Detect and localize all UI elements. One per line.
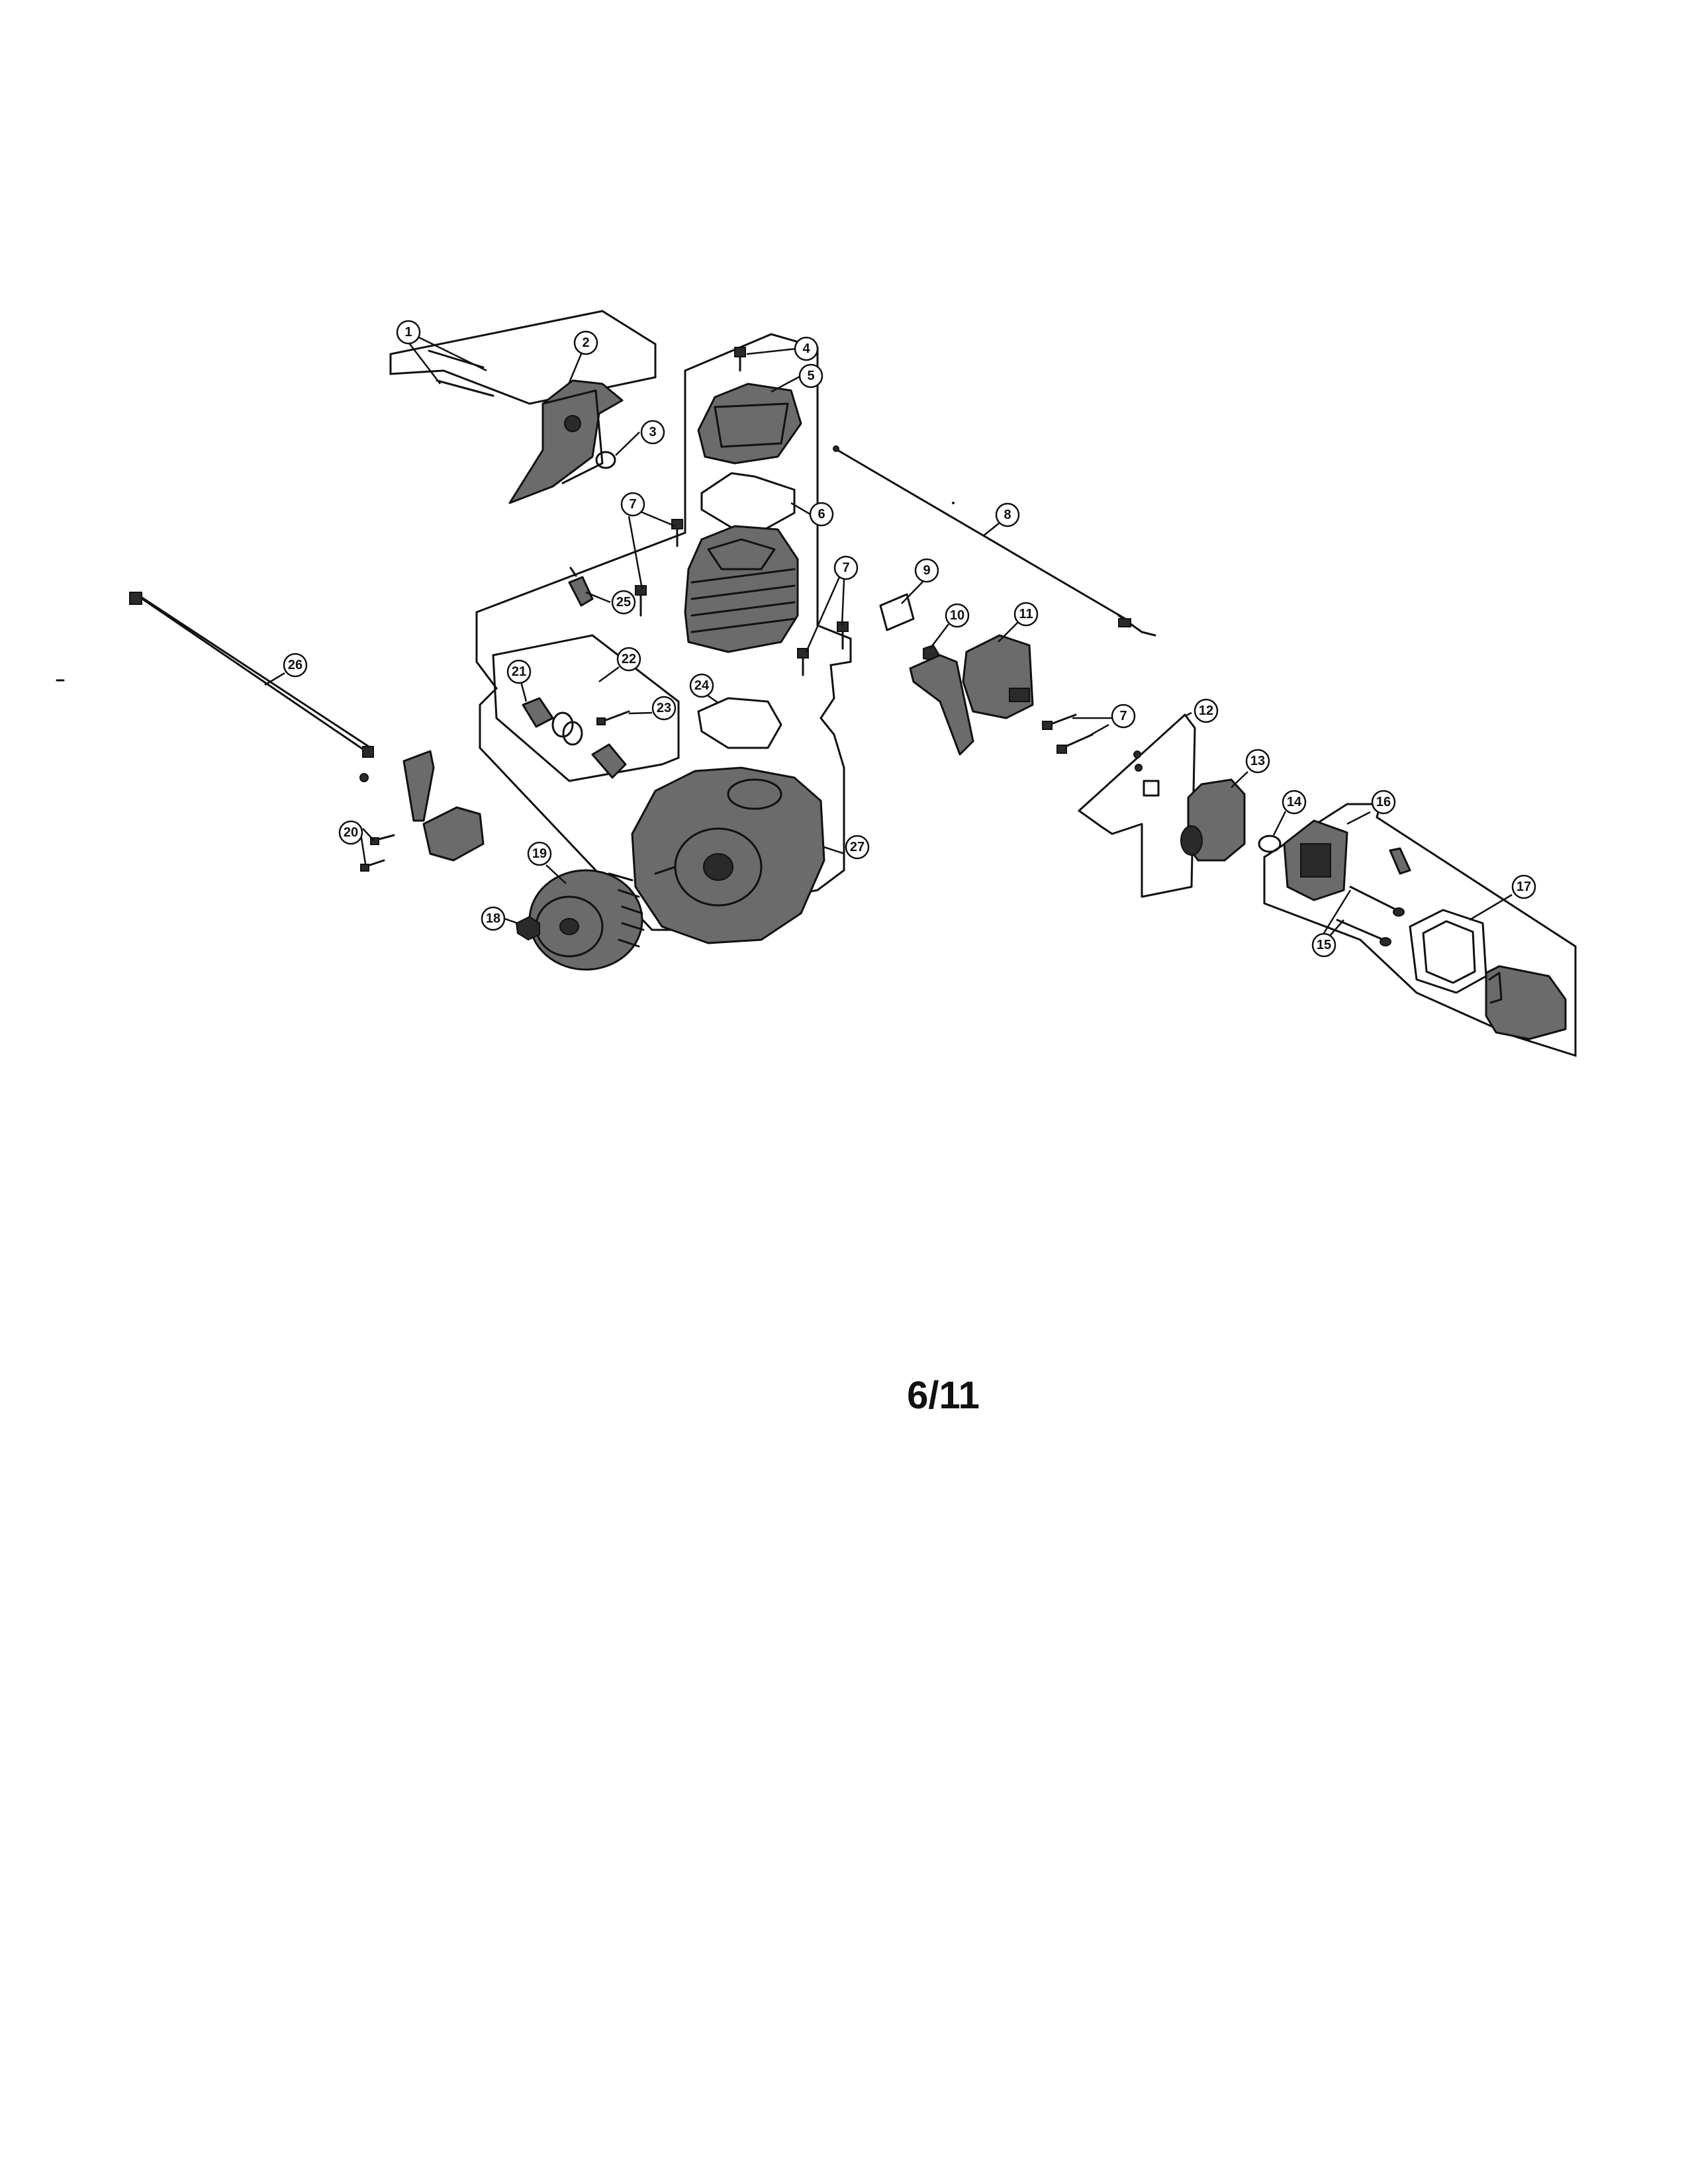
callout-18: 18	[481, 906, 506, 931]
valve-cover	[697, 383, 802, 465]
carb-gasket-9	[879, 593, 915, 631]
throttle-cable	[833, 445, 1156, 637]
svg-text:2: 2	[582, 336, 589, 350]
svg-text:4: 4	[802, 341, 810, 356]
filter-bolts-15	[1336, 886, 1405, 946]
air-filter-element	[1409, 909, 1487, 994]
starter-washer-3	[595, 451, 616, 469]
carburetor	[1180, 778, 1246, 862]
ignition-module	[402, 750, 485, 862]
svg-text:7: 7	[842, 561, 849, 575]
module-screws-20	[360, 834, 395, 872]
callout-13: 13	[1245, 749, 1270, 774]
callout-7-left: 7	[620, 492, 645, 517]
spark-plug	[568, 567, 594, 607]
svg-text:15: 15	[1317, 938, 1331, 952]
svg-text:26: 26	[288, 658, 303, 672]
callout-7-middle: 7	[833, 555, 859, 580]
callout-19: 19	[527, 841, 552, 866]
svg-text:24: 24	[694, 678, 710, 693]
svg-text:27: 27	[850, 840, 865, 854]
svg-text:23: 23	[657, 701, 671, 715]
callout-24: 24	[689, 673, 714, 698]
svg-text:13: 13	[1250, 754, 1265, 768]
svg-text:10: 10	[950, 608, 964, 623]
svg-text:18: 18	[486, 911, 500, 926]
callout-16: 16	[1371, 790, 1396, 815]
callout-17: 17	[1511, 874, 1536, 899]
callout-1: 1	[396, 320, 421, 345]
cylinder-bolts-7	[635, 519, 849, 676]
air-filter-base	[1283, 819, 1411, 901]
group-outline-air-filter	[1263, 803, 1577, 1058]
carb-adapter	[909, 634, 1034, 756]
callout-14: 14	[1282, 790, 1307, 815]
cylinder	[684, 525, 799, 653]
svg-text:19: 19	[532, 846, 547, 861]
callout-10: 10	[945, 603, 970, 628]
svg-text:8: 8	[1004, 508, 1011, 522]
svg-text:17: 17	[1517, 880, 1531, 894]
flywheel-nut	[515, 915, 540, 941]
callout-27: 27	[845, 835, 870, 860]
group-outline-crankcase-seal	[492, 634, 680, 782]
callout-15: 15	[1311, 933, 1336, 958]
svg-text:11: 11	[1019, 607, 1033, 621]
group-outline-cylinder-assembly	[475, 333, 852, 931]
svg-text:7: 7	[629, 497, 636, 512]
callout-9: 9	[914, 558, 939, 583]
crank-screw-23	[596, 710, 630, 725]
heat-shield-plate	[1078, 713, 1196, 898]
group-outline-recoil-starter	[389, 310, 657, 405]
valve-cover-gasket	[700, 472, 796, 531]
svg-text:21: 21	[512, 664, 526, 679]
svg-text:1: 1	[404, 325, 412, 340]
callout-11: 11	[1013, 602, 1039, 627]
svg-text:9: 9	[923, 563, 930, 578]
callout-2: 2	[573, 330, 598, 355]
crank-seal-parts	[522, 697, 627, 779]
callout-7-right: 7	[1111, 704, 1136, 729]
svg-text:5: 5	[807, 369, 814, 383]
heat-shield-holes	[1133, 751, 1160, 797]
callout-5: 5	[798, 363, 823, 388]
svg-text:25: 25	[616, 595, 631, 610]
svg-text:12: 12	[1199, 704, 1213, 718]
svg-text:3: 3	[649, 425, 656, 439]
callout-21: 21	[506, 659, 532, 684]
svg-text:7: 7	[1119, 709, 1127, 723]
stray-dot	[952, 502, 955, 504]
svg-text:20: 20	[344, 825, 358, 840]
crankcase-gasket	[697, 697, 782, 749]
callout-20: 20	[338, 820, 363, 845]
ignition-wire	[129, 592, 374, 782]
callout-23: 23	[651, 696, 677, 721]
leader-lines	[264, 331, 1513, 937]
svg-text:22: 22	[622, 652, 636, 666]
valve-cover-screw	[734, 347, 746, 372]
adapter-bolts-7	[1042, 713, 1094, 754]
callout-8: 8	[995, 502, 1020, 527]
callout-4: 4	[794, 336, 819, 361]
callout-26: 26	[283, 653, 308, 678]
callout-22: 22	[616, 647, 641, 672]
callout-12: 12	[1194, 698, 1219, 723]
callout-25: 25	[611, 590, 636, 615]
svg-text:16: 16	[1376, 795, 1391, 809]
flywheel	[528, 869, 645, 971]
starter-housing	[508, 379, 624, 504]
callout-3: 3	[640, 420, 665, 445]
o-ring-14	[1258, 835, 1282, 853]
svg-text:6: 6	[818, 507, 825, 522]
callout-6: 6	[809, 502, 834, 527]
svg-text:14: 14	[1287, 795, 1302, 809]
crankcase	[631, 766, 825, 944]
air-filter-cover	[1485, 965, 1567, 1040]
page-number: 6/11	[907, 1374, 980, 1417]
